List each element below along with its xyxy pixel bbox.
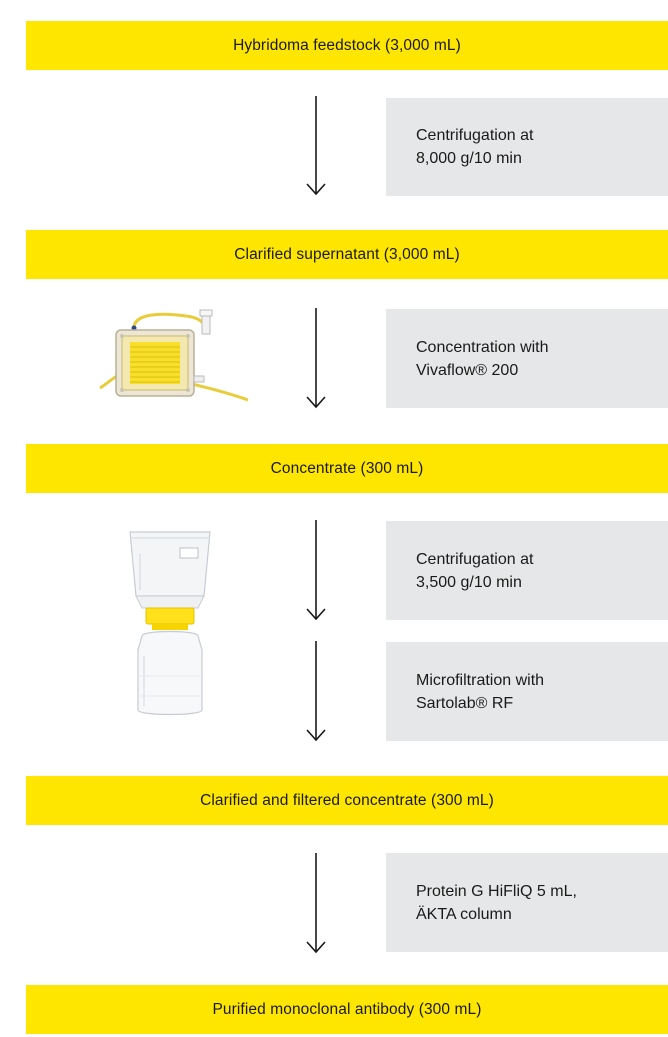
down-arrow-icon — [306, 641, 326, 742]
process-microfiltration: Microfiltration with Sartolab® RF — [386, 642, 668, 741]
process-concentration-vivaflow: Concentration with Vivaflow® 200 — [386, 309, 668, 408]
process-centrifugation-2: Centrifugation at 3,500 g/10 min — [386, 521, 668, 620]
process-label: Protein G HiFliQ 5 mL, ÄKTA column — [416, 882, 577, 923]
process-centrifugation-1: Centrifugation at 8,000 g/10 min — [386, 98, 668, 196]
down-arrow-icon — [306, 853, 326, 954]
process-label: Microfiltration with Sartolab® RF — [416, 671, 545, 712]
step-purified-antibody: Purified monoclonal antibody (300 mL) — [26, 985, 668, 1034]
process-label: Centrifugation at 8,000 g/10 min — [416, 127, 534, 167]
step-feedstock: Hybridoma feedstock (3,000 mL) — [26, 21, 668, 70]
process-label: Concentration with Vivaflow® 200 — [416, 338, 549, 379]
down-arrow-icon — [306, 520, 326, 621]
process-label: Centrifugation at 3,500 g/10 min — [416, 550, 534, 591]
vivaflow-cassette-icon — [98, 304, 258, 411]
step-concentrate: Concentrate (300 mL) — [26, 444, 668, 493]
step-clarified-supernatant: Clarified supernatant (3,000 mL) — [26, 230, 668, 279]
sartolab-bottle-filter-icon — [124, 526, 216, 727]
step-clarified-filtered-concentrate: Clarified and filtered concentrate (300 … — [26, 776, 668, 825]
down-arrow-icon — [306, 308, 326, 409]
down-arrow-icon — [306, 96, 326, 196]
process-protein-g-column: Protein G HiFliQ 5 mL, ÄKTA column — [386, 853, 668, 952]
